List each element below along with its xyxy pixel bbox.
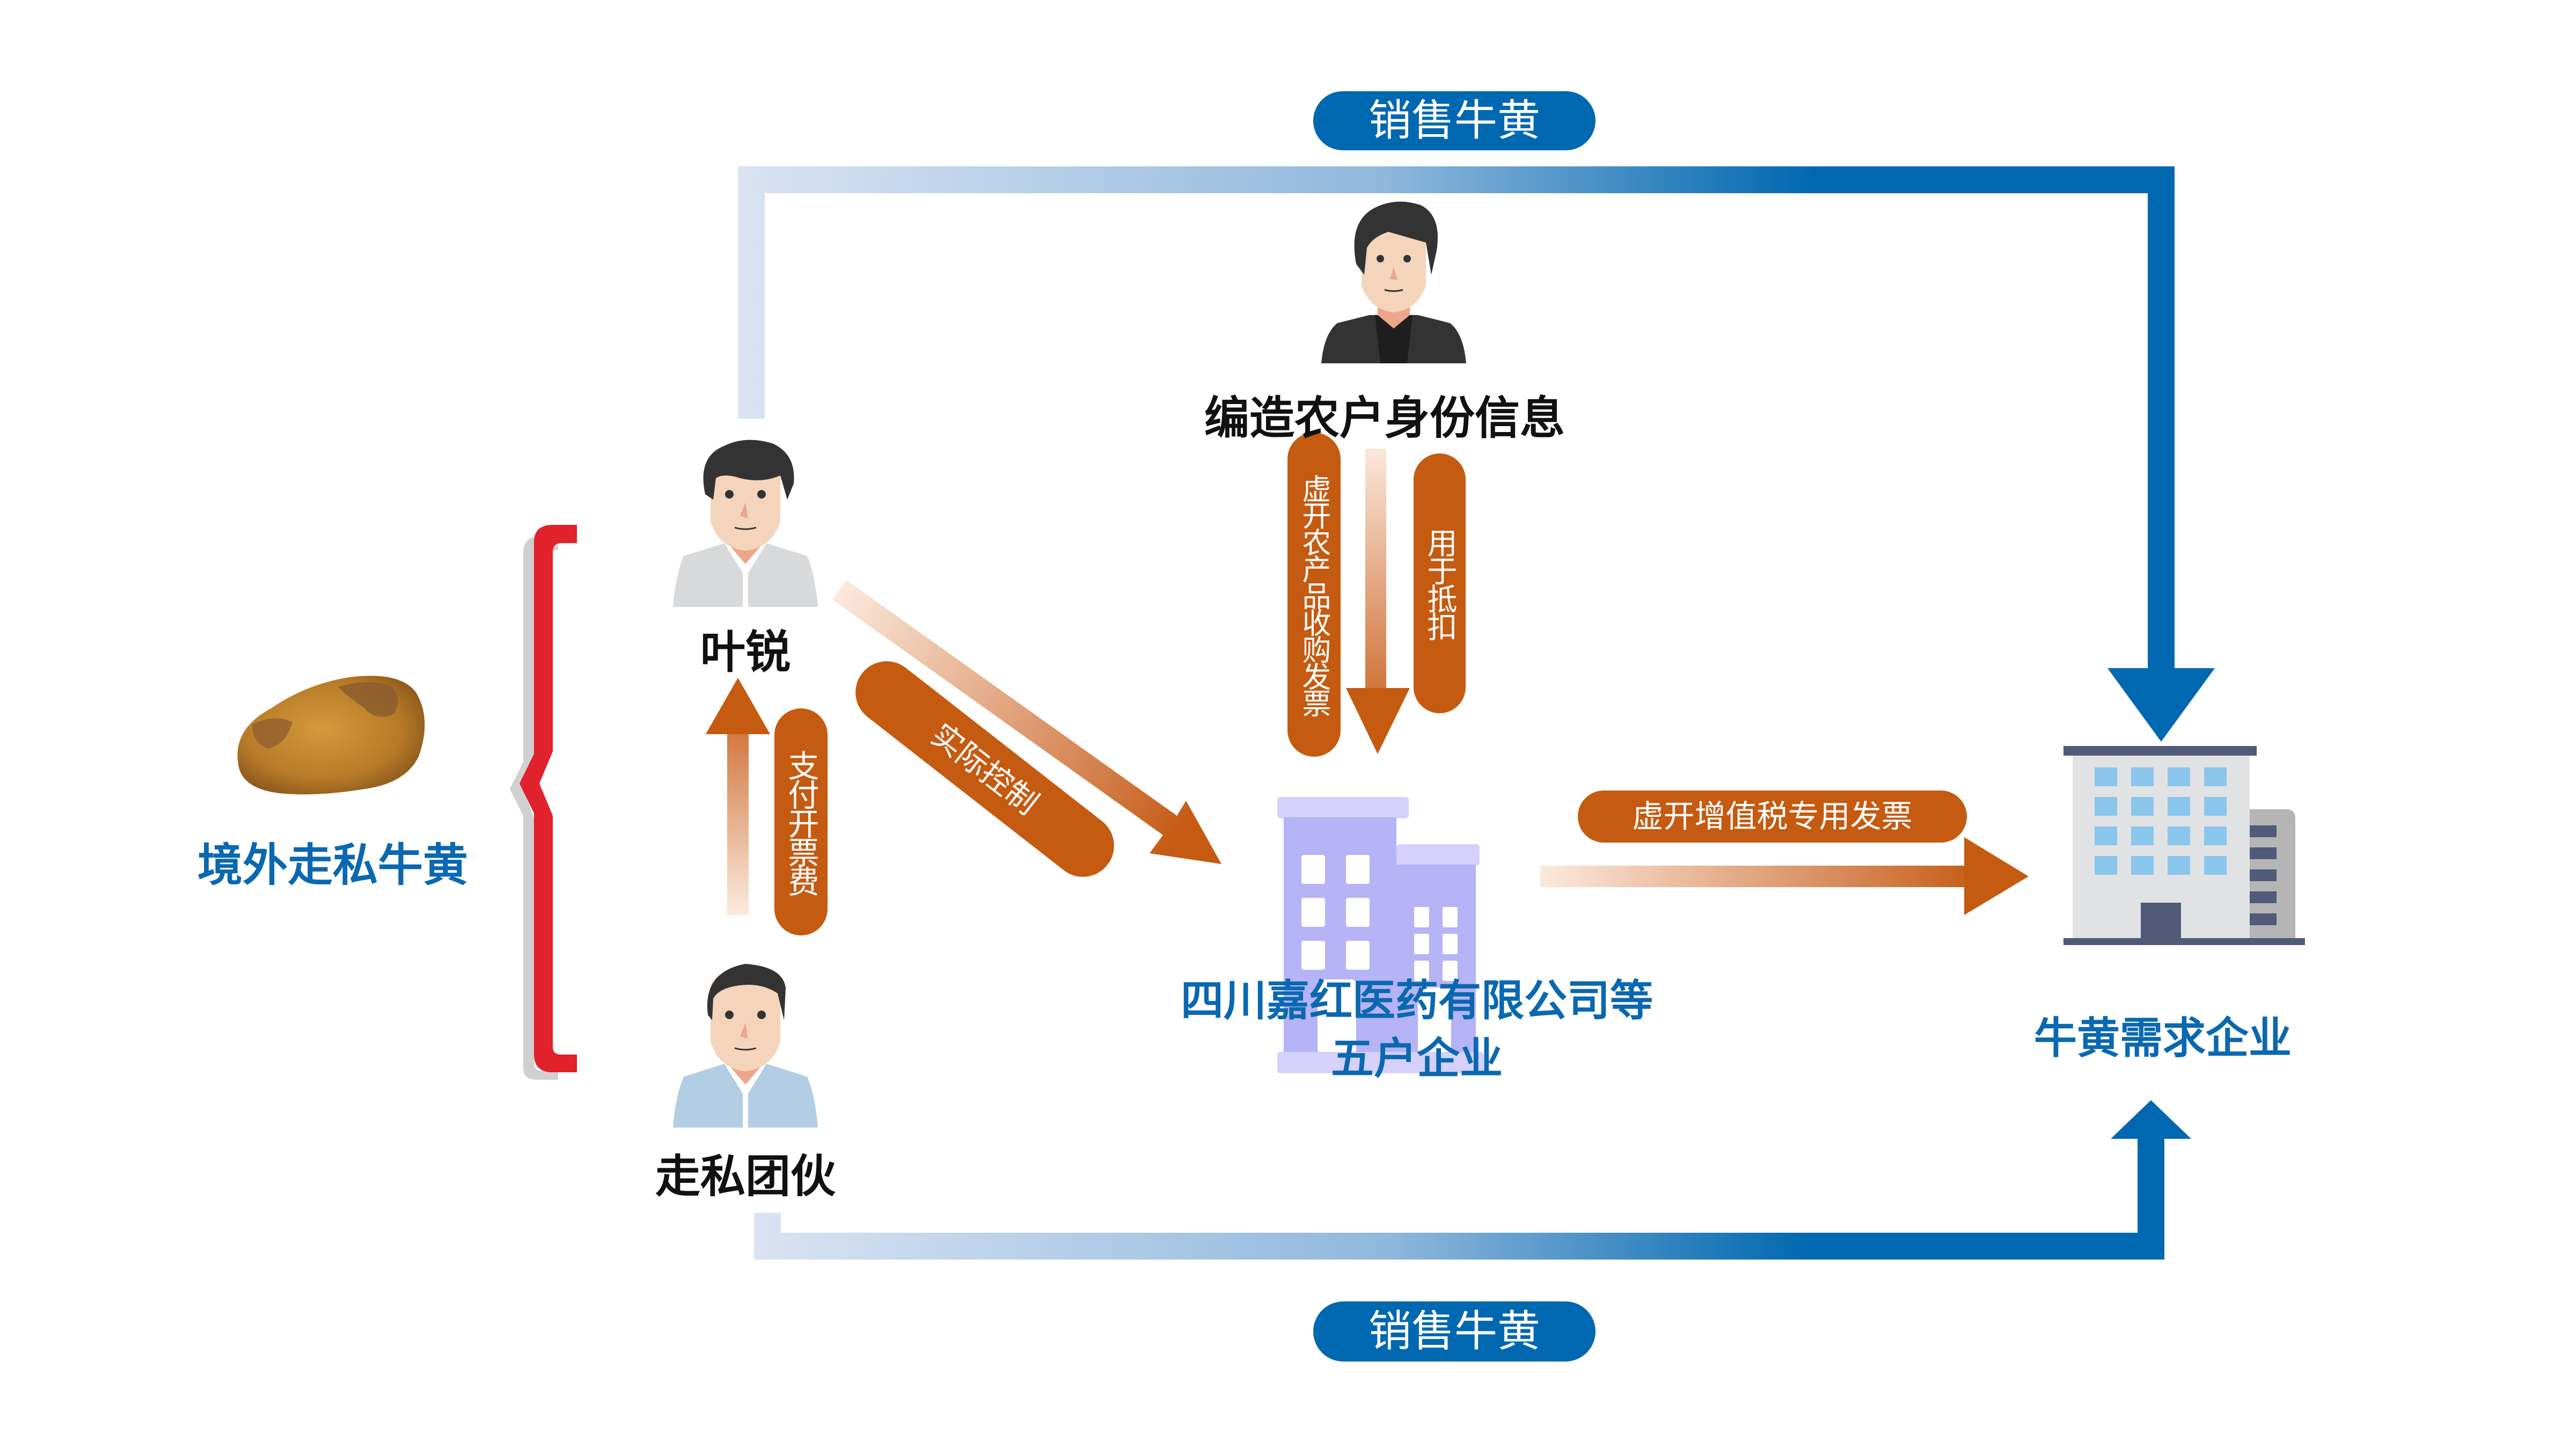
vat-invoice-pill [1578, 791, 1967, 843]
bottom-sale-pill [1313, 1301, 1596, 1362]
fake-invoice-pill [1287, 433, 1341, 757]
vat-invoice-label: 虚开增值税专用发票 [1632, 798, 1913, 835]
fabricator-label: 编造农户身份信息 [1204, 392, 1565, 444]
fake-invoice-label: 虚开农产品收购发票 [1297, 474, 1331, 715]
person-grey-shirt-icon [673, 440, 818, 607]
deduction-label: 用于抵扣 [1422, 528, 1457, 639]
deduction-pill [1414, 453, 1466, 713]
companies-label-line1: 四川嘉红医药有限公司等 [1181, 976, 1653, 1026]
control-pill [855, 661, 1114, 877]
bezoar-label: 境外走私牛黄 [197, 839, 468, 891]
pay-fee-pill [774, 708, 828, 935]
bezoar-stone-image [237, 676, 425, 795]
bottom-sale-label: 销售牛黄 [1368, 1306, 1540, 1356]
top-sale-arrow [738, 166, 2215, 742]
control-arrow [832, 580, 1221, 864]
bottom-sale-arrow [754, 1100, 2191, 1260]
pay-fee-arrow [706, 678, 770, 915]
purple-building-icon [1277, 797, 1484, 1073]
bottom-sale-arrowhead [2111, 1100, 2191, 1139]
top-sale-arrowhead [2107, 668, 2215, 742]
companies-label-line2: 五户企业 [1331, 1034, 1503, 1084]
buyers-label: 牛黄需求企业 [2034, 1013, 2292, 1063]
person-black-shirt-icon [1321, 201, 1466, 363]
ye-rui-label: 叶锐 [700, 626, 791, 678]
brace-icon [510, 525, 577, 1080]
top-sale-pill [1313, 91, 1596, 150]
pay-fee-label: 支付开票费 [782, 749, 819, 895]
top-sale-label: 销售牛黄 [1368, 96, 1540, 145]
vat-invoice-arrow [1540, 837, 2029, 915]
grey-building-icon [2063, 746, 2305, 945]
fake-invoice-arrow [1346, 449, 1410, 754]
gang-label: 走私团伙 [655, 1150, 836, 1203]
person-blue-shirt-icon [673, 964, 818, 1128]
